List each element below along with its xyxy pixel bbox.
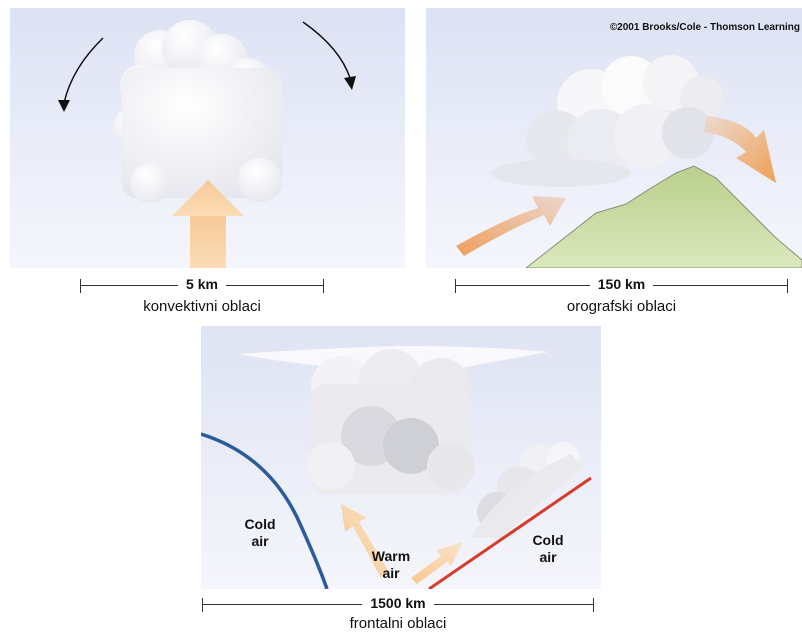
frontal-illustration bbox=[201, 326, 601, 589]
orographic-panel: ©2001 Brooks/Cole - Thomson Learning bbox=[426, 8, 802, 268]
cold-air-right-line2: air bbox=[539, 549, 557, 565]
mountain bbox=[525, 165, 802, 268]
copyright-text: ©2001 Brooks/Cole - Thomson Learning bbox=[610, 22, 800, 33]
orographic-illustration: ©2001 Brooks/Cole - Thomson Learning bbox=[426, 8, 802, 268]
convective-distance: 5 km bbox=[178, 276, 226, 292]
cold-air-left-line1: Cold bbox=[244, 516, 276, 532]
cold-front-boundary-left bbox=[201, 432, 329, 589]
upslope-wind-arrow bbox=[456, 196, 566, 256]
circulation-arrow-left bbox=[58, 37, 104, 112]
rising-air-arrow bbox=[172, 180, 244, 268]
cold-air-label-left: Cold air bbox=[235, 516, 285, 550]
convective-illustration bbox=[10, 8, 405, 268]
cumulonimbus-cloud bbox=[239, 346, 549, 494]
downslope-wind-arrow bbox=[704, 116, 776, 183]
convective-caption: konvektivni oblaci bbox=[143, 298, 261, 315]
orographic-distance: 150 km bbox=[589, 276, 654, 292]
warm-front-boundary-right bbox=[428, 476, 592, 589]
warm-air-line1: Warm bbox=[371, 548, 411, 564]
frontal-panel: Cold air Warm air Cold air bbox=[201, 326, 601, 589]
cold-air-left-line2: air bbox=[251, 533, 269, 549]
cold-air-label-right: Cold air bbox=[523, 532, 573, 566]
convective-panel bbox=[10, 8, 405, 268]
cold-air-right-line1: Cold bbox=[532, 532, 564, 548]
orographic-scale: 150 km orografski oblaci bbox=[455, 272, 788, 322]
orographic-caption: orografski oblaci bbox=[566, 298, 677, 315]
warm-air-line2: air bbox=[382, 565, 400, 581]
frontal-caption: frontalni oblaci bbox=[349, 615, 447, 632]
warm-air-arrow-up bbox=[341, 504, 389, 578]
orographic-cloud bbox=[491, 55, 724, 187]
circulation-arrow-right bbox=[302, 21, 356, 90]
warm-air-arrow-right bbox=[411, 542, 463, 584]
frontal-scale: 1500 km frontalni oblaci bbox=[202, 591, 594, 632]
convective-scale: 5 km konvektivni oblaci bbox=[80, 272, 324, 322]
warm-air-label: Warm air bbox=[363, 548, 419, 582]
convective-cloud bbox=[113, 20, 284, 203]
frontal-cloud-right bbox=[471, 442, 583, 538]
frontal-distance: 1500 km bbox=[362, 595, 434, 611]
